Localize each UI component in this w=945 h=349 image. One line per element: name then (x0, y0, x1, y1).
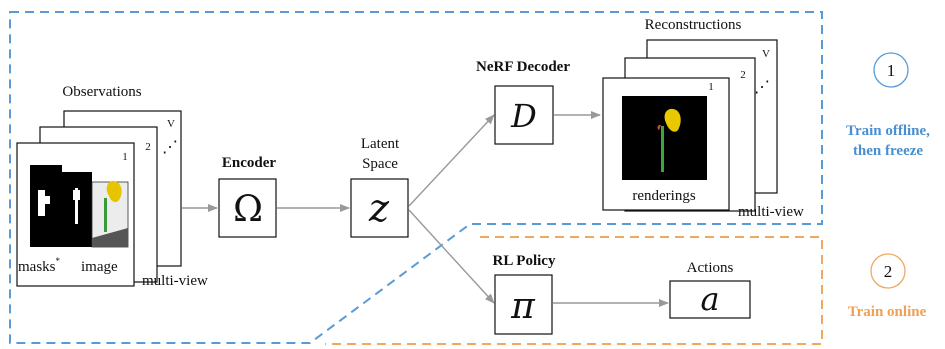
encoder-title: Encoder (222, 155, 277, 171)
policy-block: RL Policy π (493, 253, 556, 335)
stage1-number: 1 (887, 61, 896, 80)
decoder-block: NeRF Decoder D (476, 59, 570, 145)
stage2-boundary (325, 236, 823, 345)
stage2-text: Train online (848, 304, 927, 320)
actions-block: Actions a (669, 260, 751, 319)
encoder-box (218, 178, 277, 238)
renderings-label: renderings (632, 188, 695, 204)
encoder-block: Encoder Ω (218, 155, 277, 238)
encoder-symbol: Ω (233, 189, 263, 230)
stage2-label: 2 Train online (848, 253, 927, 320)
decoder-symbol: D (510, 97, 537, 135)
policy-box (494, 274, 553, 335)
observations-multiview-label: multi-view (142, 273, 208, 289)
rendering-image (622, 96, 707, 180)
camera-image (91, 180, 129, 248)
image-label: image (81, 259, 118, 275)
reconstructions-stack: Reconstructions V ⋰ 2 1 renderings multi… (602, 17, 804, 220)
stage1-text-line2: then freeze (853, 143, 923, 159)
stage2-number: 2 (884, 262, 893, 281)
mask-image-2 (62, 172, 92, 247)
observations-stack: Observations V ⋰ 2 1 masks* image multi-… (16, 84, 208, 289)
stage1-text-line1: Train offline, (846, 123, 930, 139)
mask-image-1 (30, 165, 62, 247)
masks-label: masks* (18, 256, 61, 275)
actions-title: Actions (687, 260, 734, 276)
latent-block: Latent Space z (350, 136, 409, 238)
decoder-title: NeRF Decoder (476, 59, 570, 75)
arrow-latent-to-policy (408, 209, 495, 304)
observation-view-first: 1 (122, 151, 128, 163)
reconstruction-view-second: 2 (740, 69, 746, 81)
stage1-boundary (9, 11, 823, 344)
reconstruction-view-last: V (762, 48, 770, 60)
stage1-label: 1 Train offline, then freeze (846, 52, 930, 159)
reconstruction-ellipsis: ⋰ (754, 79, 770, 96)
policy-title: RL Policy (493, 253, 556, 269)
arrow-latent-to-decoder (408, 114, 495, 207)
stage2-number-circle (870, 253, 906, 289)
latent-symbol: z (368, 186, 390, 230)
actions-symbol: a (700, 280, 719, 318)
policy-symbol: π (510, 286, 536, 327)
reconstructions-multiview-label: multi-view (738, 204, 804, 220)
reconstruction-view-first: 1 (708, 81, 714, 93)
observations-title: Observations (62, 84, 141, 100)
latent-box (350, 178, 409, 238)
reconstructions-title: Reconstructions (645, 17, 742, 33)
decoder-box (494, 85, 554, 145)
stage1-number-circle (873, 52, 909, 88)
observation-ellipsis: ⋰ (162, 139, 178, 156)
observation-view-last: V (167, 118, 175, 130)
observation-view-second: 2 (145, 141, 151, 153)
latent-label-line2: Space (362, 156, 398, 172)
actions-box (669, 280, 751, 319)
latent-label-line1: Latent (361, 136, 400, 152)
